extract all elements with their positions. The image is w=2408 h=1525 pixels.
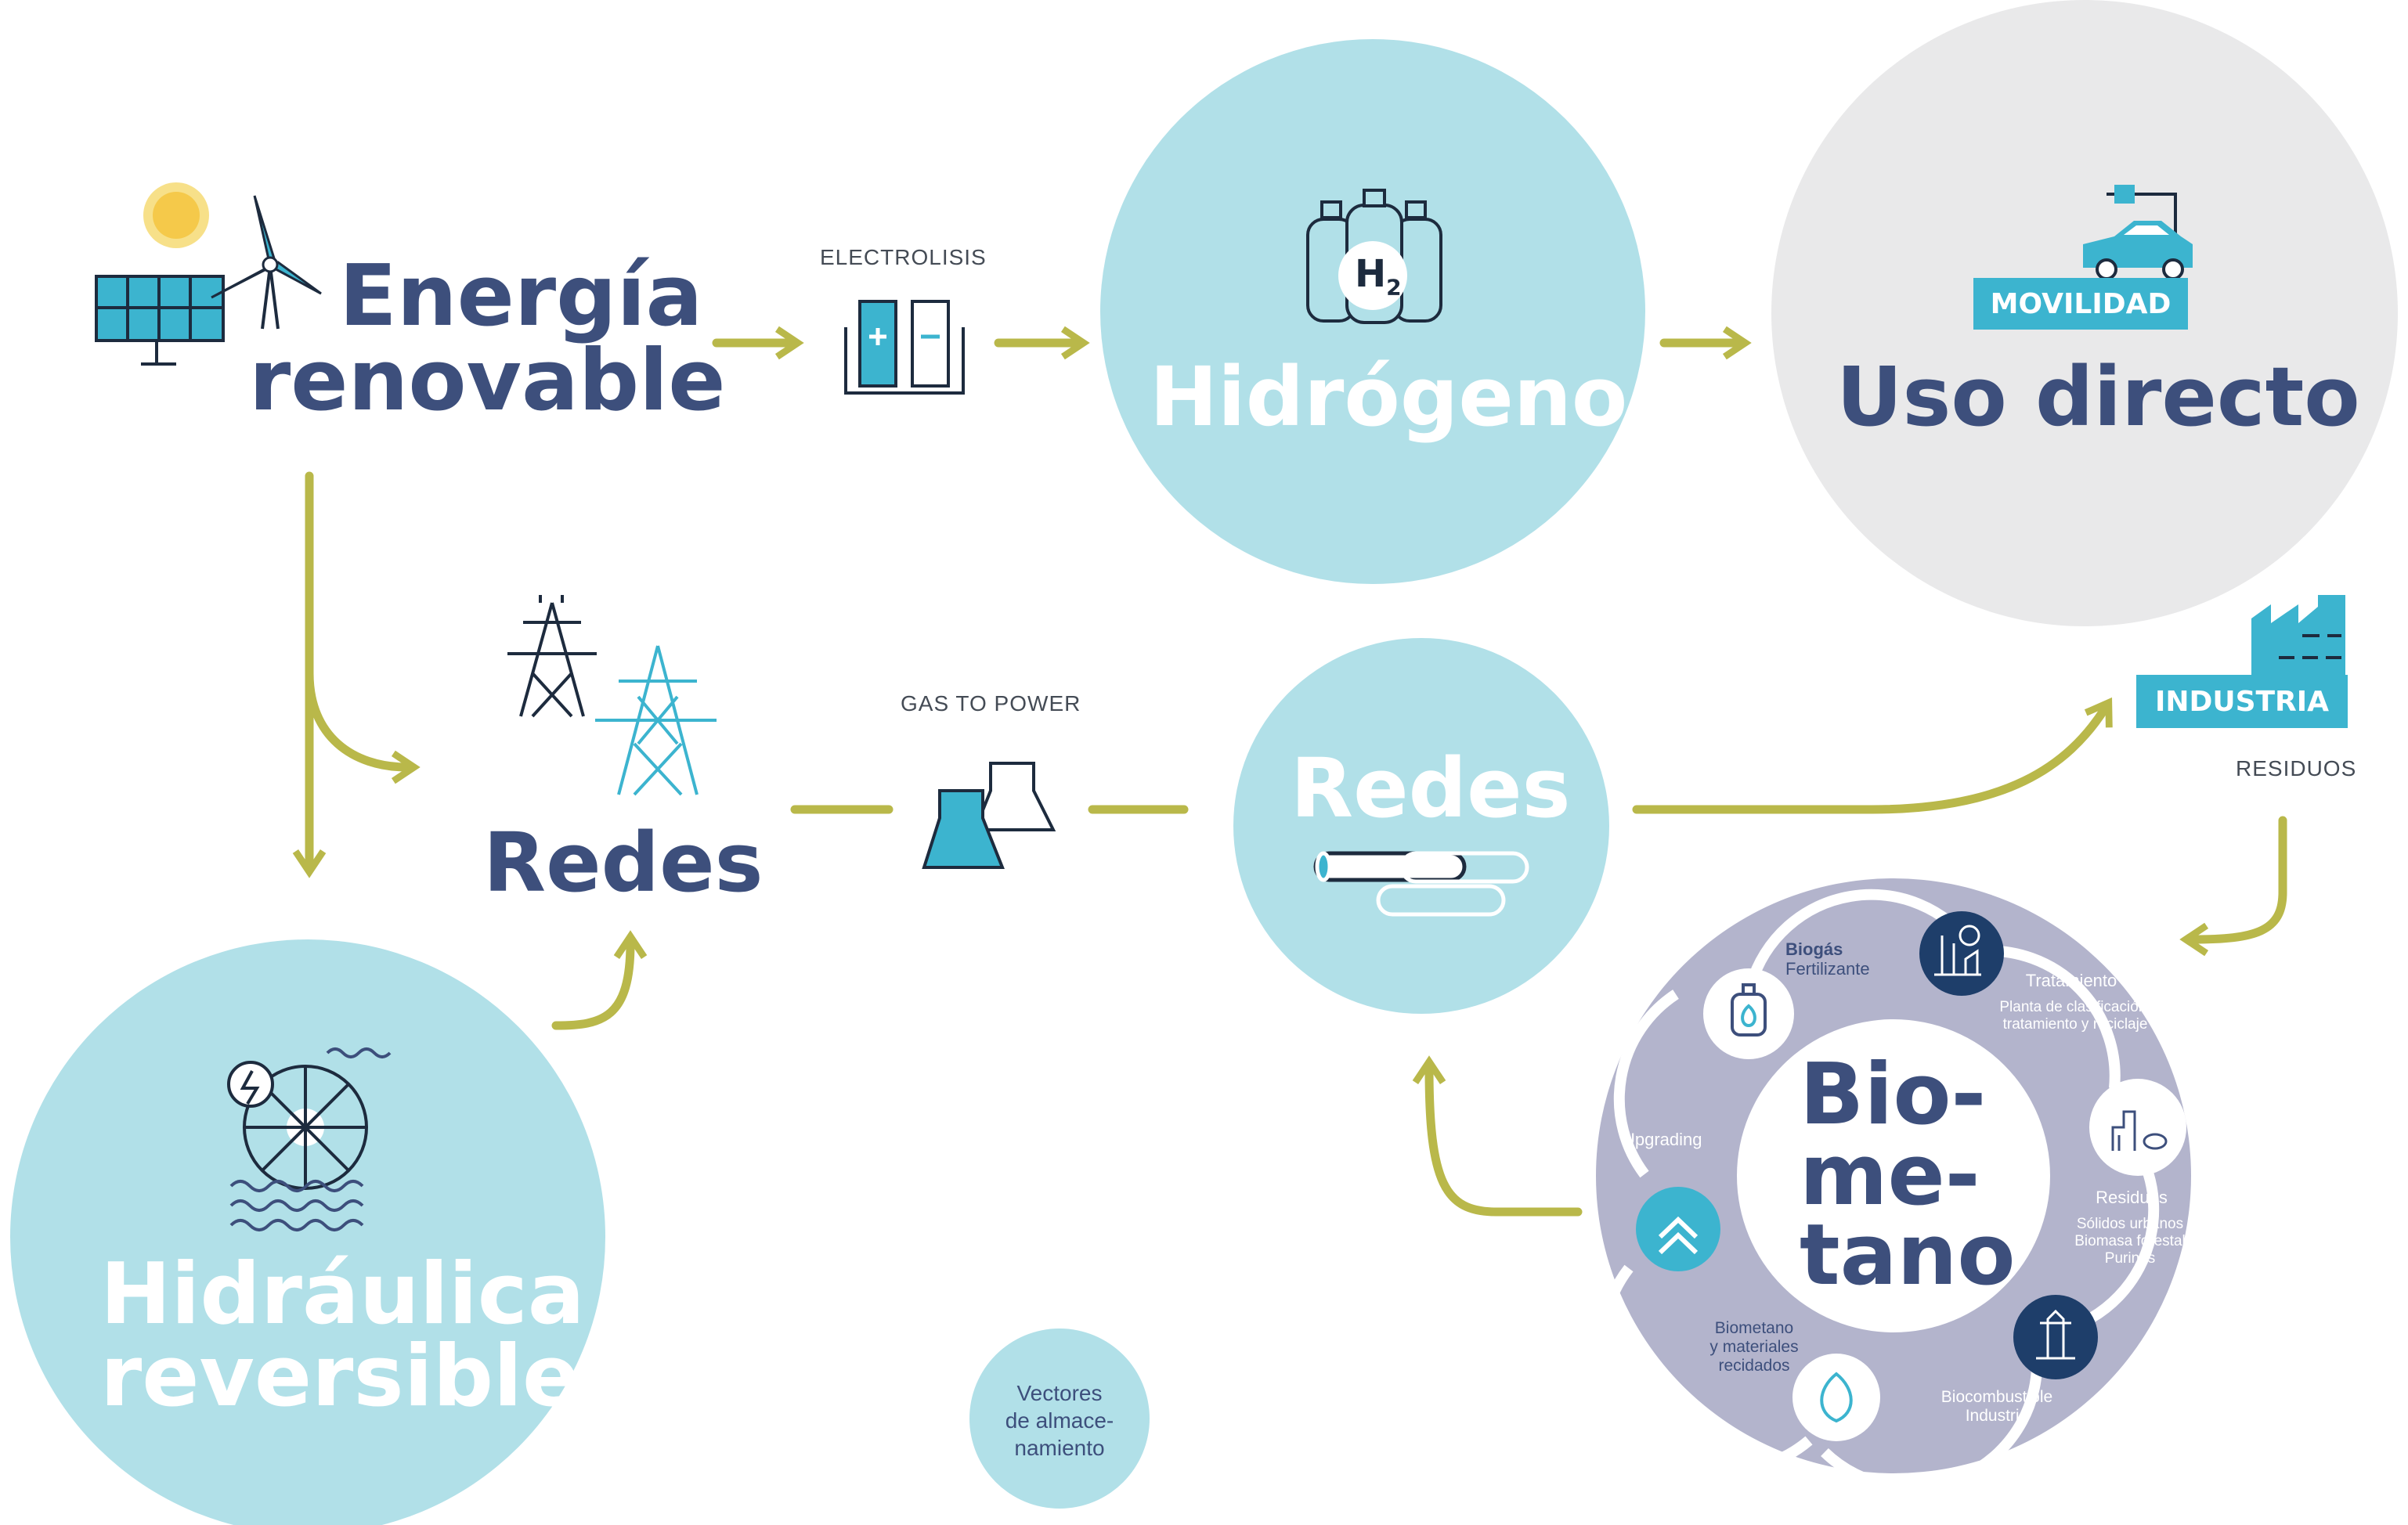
movilidad-tag: MOVILIDAD [1973,278,2188,330]
biocombustible-icon [2013,1295,2098,1379]
arrow-energia-redes [305,669,421,784]
residuos-label: RESIDUOS [2236,756,2357,781]
vectores-label: Vectores de almace- namiento [969,1379,1150,1462]
hydro-turbine-icon [227,1047,392,1231]
biogas-label: Biogás Fertilizante [1785,939,1870,979]
car-icon [2083,185,2193,280]
residuos-ring-label: Residuos [2096,1188,2168,1207]
redes-left-title: Redes [483,815,764,910]
fertilizante-text: Fertilizante [1785,959,1870,979]
biometano-title-line2: me- [1800,1127,1980,1224]
hidraulica-line2: reversible [100,1328,580,1426]
h2-sub: 2 [1386,274,1402,301]
energia-title-line2: renovable [249,332,726,430]
tratamiento-label: Tratamiento [1989,971,2153,990]
tratamiento-desc1: Planta de clasificación, [1999,999,2151,1015]
biocombustible-label: Biocombustible Industria [1926,1388,2067,1426]
biogas-text: Biogás [1785,939,1843,959]
vectores-circle [969,1329,1150,1509]
residuos-desc2: Biomasa forestal [2074,1232,2186,1249]
gas-to-power-label: GAS TO POWER [901,691,1081,716]
residuos-icon [2089,1079,2186,1176]
electrolisis-icon [844,300,965,395]
solar-wind-icon [95,182,322,366]
tratamiento-desc: Planta de clasificación, tratamiento y r… [1981,999,2169,1033]
hidraulica-circle [10,939,605,1525]
industria-tag: INDUSTRIA [2136,675,2348,728]
hidraulica-line1: Hidráulica [100,1246,585,1343]
vectores-line1: Vectores [1016,1381,1103,1405]
vectores-line2: de almace- [1005,1408,1114,1433]
residuos-desc: Sólidos urbanos Biomasa forestal Purines [2060,1216,2200,1267]
upgrading-label: Upgrading [1623,1130,1702,1149]
residuos-desc1: Sólidos urbanos [2076,1216,2184,1232]
uso-directo-title: Uso directo [1836,349,2360,445]
arrow-hidraulica-redes [551,930,648,1030]
tratamiento-desc2: tratamiento y reciclaje [2002,1015,2148,1033]
pipes-icon [1313,851,1529,917]
biogas-icon [1703,968,1794,1059]
pylons-icon [507,595,717,796]
electrolisis-label: ELECTROLISIS [820,245,987,269]
hidrogeno-title: Hidrógeno [1150,349,1628,445]
biometano-out3: recidados [1718,1357,1790,1375]
arrow-residuos-biometano [2179,816,2287,957]
h2-letter: H [1355,252,1387,296]
redes-circle-title: Redes [1291,741,1571,836]
h2-cylinders-icon [1306,189,1442,324]
biometano-out-label: Biometano y materiales recidados [1695,1319,1813,1375]
tratamiento-text: Tratamiento [2025,971,2117,990]
factory-icon [2251,595,2345,675]
h2-label: H2 [1355,252,1402,301]
arrow-redes-industria [1632,697,2113,814]
biometano-out2: y materiales [1709,1338,1799,1357]
arrow-biometano-redes [1412,1055,1583,1217]
biocombustible-industria: Industria [1965,1407,2029,1426]
residuos-desc3: Purines [2104,1249,2156,1267]
vectores-line3: namiento [1014,1436,1105,1460]
upgrading-icon [1636,1187,1720,1271]
biometano-out1: Biometano [1714,1319,1794,1337]
flasks-icon [922,762,1056,869]
redes-circle [1233,638,1609,1014]
biometano-title-line1: Bio- [1800,1046,1987,1144]
biometano-ring [1596,878,2191,1494]
energia-title-line1: Energía [339,247,703,345]
biometano-title-line3: tano [1800,1206,2016,1304]
leaf-icon [1792,1354,1880,1441]
biocombustible-text: Biocombustible [1940,1388,2053,1406]
